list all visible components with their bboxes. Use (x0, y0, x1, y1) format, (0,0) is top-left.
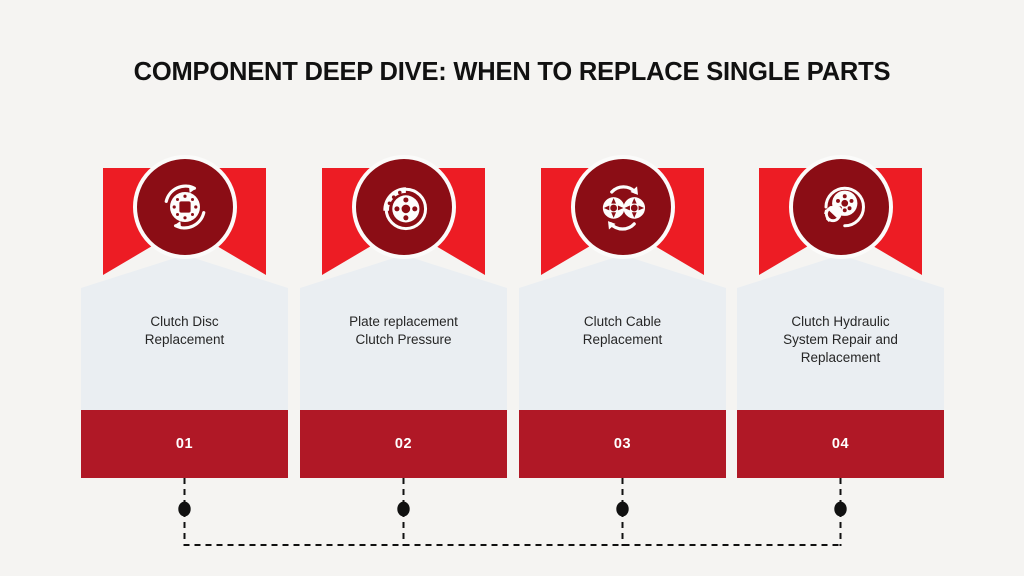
card-icon-badge-02 (351, 155, 456, 259)
clutch-disc-rotation-icon (155, 177, 215, 237)
card-icon-badge-04 (788, 155, 893, 259)
page-title: COMPONENT DEEP DIVE: WHEN TO REPLACE SIN… (133, 58, 891, 86)
card-footer-01: 01 (81, 410, 288, 478)
brake-disc-gear-icon (811, 177, 871, 237)
card-footer-03: 03 (519, 410, 726, 478)
card-number-04: 04 (831, 436, 850, 452)
card-number-02: 02 (394, 436, 413, 452)
card-number-03: 03 (613, 436, 632, 452)
card-number-01: 01 (175, 436, 194, 452)
dual-pulley-exchange-icon (593, 177, 653, 237)
card-icon-badge-01 (132, 155, 237, 259)
card-footer-04: 04 (737, 410, 944, 478)
card-footer-02: 02 (300, 410, 507, 478)
brake-rotor-caliper-icon (374, 177, 434, 237)
card-icon-badge-03 (570, 155, 675, 259)
